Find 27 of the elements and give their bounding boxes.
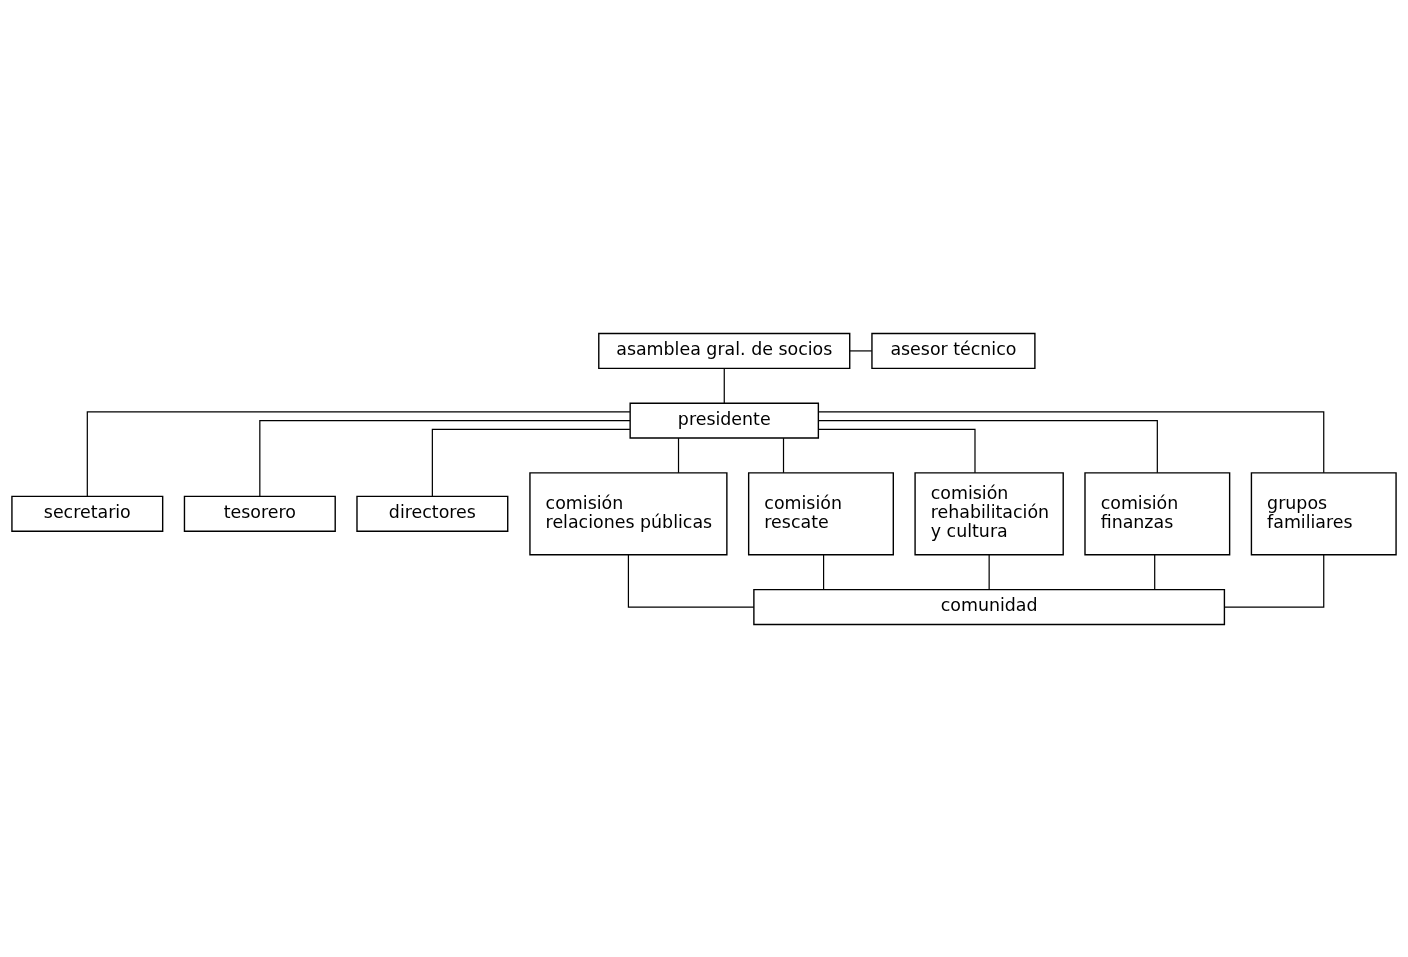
node-box: comisión relaciones públicas xyxy=(529,471,728,555)
connector xyxy=(677,437,680,473)
node-box: comisión rehabilitación y cultura xyxy=(914,471,1064,555)
connector xyxy=(818,428,976,473)
connector xyxy=(723,367,725,404)
node-box: comisión finanzas xyxy=(1084,471,1231,555)
node-box: comisión rescate xyxy=(747,471,894,555)
node-box: secretario xyxy=(11,495,164,532)
connector xyxy=(817,419,1158,473)
connector xyxy=(782,437,785,473)
node-box: comunidad xyxy=(753,588,1226,625)
node-box: presidente xyxy=(629,402,820,439)
node-box: directores xyxy=(356,495,509,532)
connector xyxy=(259,419,631,497)
connector xyxy=(627,553,755,608)
connector xyxy=(1223,553,1325,608)
connector xyxy=(849,349,873,352)
node-box: asesor técnico xyxy=(871,332,1036,369)
connector xyxy=(818,410,1325,473)
node-box: grupos familiares xyxy=(1250,471,1397,555)
connector xyxy=(1154,553,1156,590)
node-box: tesorero xyxy=(183,495,336,532)
connector xyxy=(823,553,825,590)
connector xyxy=(431,428,631,497)
connector xyxy=(86,410,631,497)
connector xyxy=(988,553,990,590)
node-box: asamblea gral. de socios xyxy=(598,332,851,369)
